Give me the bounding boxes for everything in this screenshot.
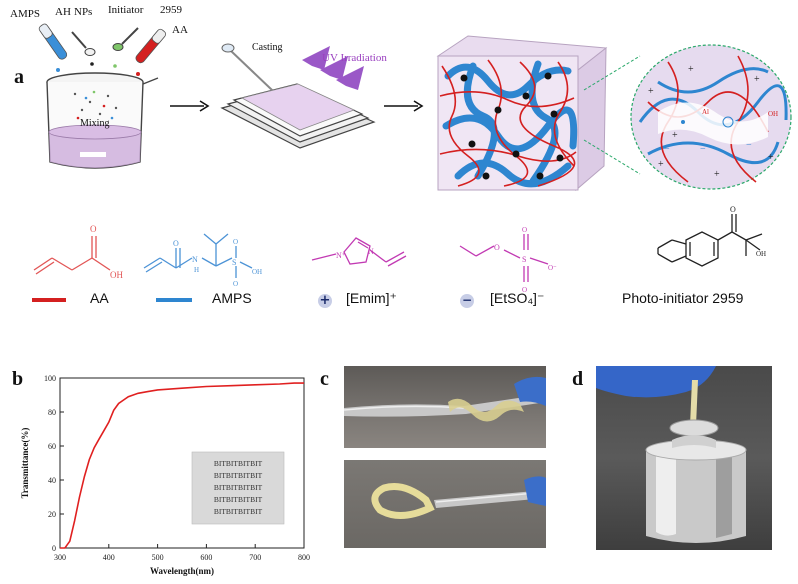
mixing-beaker-illustration — [38, 23, 167, 169]
emim-structure-icon: N⁺ N — [311, 237, 407, 267]
inset-text-row: BITBITBITBIT — [214, 507, 263, 516]
hydrogel-network-illustration — [436, 35, 608, 192]
amps-structure-icon: O N H S O O OH — [143, 233, 262, 288]
y-tick-label: 20 — [48, 510, 56, 519]
aa-structure-icon: O OH — [33, 224, 123, 280]
x-tick-label: 600 — [200, 553, 212, 562]
svg-text:−: − — [700, 144, 706, 155]
chemical-structures-row: O OH O N H S O O OH — [0, 200, 798, 320]
emim-nplus-atom: N⁺ — [336, 251, 346, 260]
svg-text:−: − — [746, 140, 752, 151]
aa-legend-label: AA — [90, 290, 109, 306]
x-axis-label: Wavelength(nm) — [150, 566, 214, 576]
amps-n-atom: N — [192, 255, 198, 264]
reagent-nps-label: NPs — [74, 6, 93, 18]
twisted-hydrogel-photo — [344, 366, 546, 448]
aa-o-atom: O — [90, 224, 97, 234]
panel-d-letter: d — [572, 368, 584, 390]
amps-legend-label: AMPS — [212, 290, 252, 306]
amps-legend-swatch — [156, 298, 192, 302]
aa-tube-icon — [135, 28, 167, 64]
arrow-1-icon — [170, 100, 210, 112]
amps-o-atom: O — [173, 239, 179, 248]
y-axis-label: Transmittance(%) — [20, 428, 30, 499]
aa-legend-swatch — [32, 298, 66, 302]
casting-mold-illustration — [220, 43, 376, 149]
initiator-structure-icon: O OH — [657, 205, 766, 267]
svg-text:+: + — [714, 169, 720, 180]
reagent-amps-label: AMPS — [10, 8, 40, 20]
panel-a: a AMPS AH NPs Initiator 2959 AA — [0, 0, 798, 200]
inset-text-row: BITBITBITBIT — [214, 459, 263, 468]
etso4-o2-atom: O — [522, 226, 527, 234]
transmittance-chart: 300 400 500 600 700 800 0 20 40 60 80 100Wavelength… — [20, 374, 310, 576]
y-tick-label: 80 — [48, 408, 56, 417]
emim-n-atom: N — [368, 247, 374, 256]
etso4-o3-atom: O — [522, 286, 527, 294]
svg-text:Al: Al — [702, 108, 709, 116]
mixing-label: Mixing — [80, 118, 110, 129]
svg-text:+: + — [688, 64, 694, 75]
y-tick-label: 40 — [48, 476, 56, 485]
svg-text:+: + — [648, 86, 654, 97]
amps-tube-icon — [38, 23, 68, 60]
molecular-zoom-illustration: + + + + + + + − − − Al OH — [630, 44, 792, 190]
amps-s-atom: S — [232, 258, 236, 267]
svg-text:+: + — [658, 159, 664, 170]
svg-text:+: + — [768, 152, 774, 163]
x-tick-label: 300 — [54, 553, 66, 562]
panel-a-letter: a — [14, 66, 24, 88]
panel-b-letter: b — [12, 368, 24, 390]
inset-text-row: BITBITBITBIT — [214, 471, 263, 480]
y-tick-label: 60 — [48, 442, 56, 451]
etso4-structure-icon: O S O O O⁻ — [459, 226, 557, 294]
weight-lifting-photo — [596, 366, 772, 550]
initiator-pipette-icon — [112, 27, 139, 51]
initiator-oh-atom: OH — [756, 250, 766, 258]
casting-label: Casting — [252, 42, 283, 53]
etso4-legend-label: [EtSO₄]⁻ — [490, 290, 545, 306]
svg-text:−: − — [664, 144, 670, 155]
x-tick-label: 800 — [298, 553, 310, 562]
minus-icon: − — [460, 293, 474, 308]
etso4-s-atom: S — [522, 255, 526, 264]
plot-frame — [59, 377, 305, 549]
inset-photo — [191, 451, 285, 525]
inset-text-row: BITBITBITBIT — [214, 483, 263, 492]
amps-o2-atom: O — [233, 238, 238, 246]
etso4-ominus-atom: O⁻ — [548, 264, 557, 272]
y-tick-label: 0 — [52, 544, 56, 553]
reagent-ah-label: AH — [55, 6, 71, 18]
amps-h-atom: H — [194, 266, 199, 274]
y-tick-label: 100 — [44, 374, 56, 383]
nps-pipette-icon — [71, 31, 96, 56]
initiator-o-atom: O — [730, 205, 736, 214]
aa-oh-atom: OH — [110, 270, 123, 280]
svg-text:OH: OH — [768, 110, 778, 118]
amps-oh-atom: OH — [252, 268, 262, 276]
zoom-lines — [583, 55, 641, 175]
svg-text:+: + — [672, 130, 678, 141]
panel-c-letter: c — [320, 368, 329, 390]
reagent-initiator-label: Initiator — [108, 4, 144, 16]
reagent-2959-label: 2959 — [160, 4, 182, 16]
uv-irradiation-label: UV Irradiation — [322, 52, 387, 64]
transmittance-line — [60, 382, 304, 549]
initiator-legend-label: Photo-initiator 2959 — [622, 290, 744, 306]
svg-text:+: + — [754, 74, 760, 85]
reagent-aa-label: AA — [172, 24, 188, 36]
emim-legend-label: [Emim]⁺ — [346, 290, 397, 306]
plus-icon: + — [318, 293, 332, 308]
inset-text-row: BITBITBITBIT — [214, 495, 263, 504]
etso4-o-atom: O — [494, 243, 500, 252]
amps-o3-atom: O — [233, 280, 238, 288]
x-tick-label: 700 — [249, 553, 261, 562]
x-tick-label: 500 — [152, 553, 164, 562]
x-tick-label: 400 — [103, 553, 115, 562]
looped-hydrogel-photo — [344, 460, 546, 548]
arrow-2-icon — [384, 100, 424, 112]
